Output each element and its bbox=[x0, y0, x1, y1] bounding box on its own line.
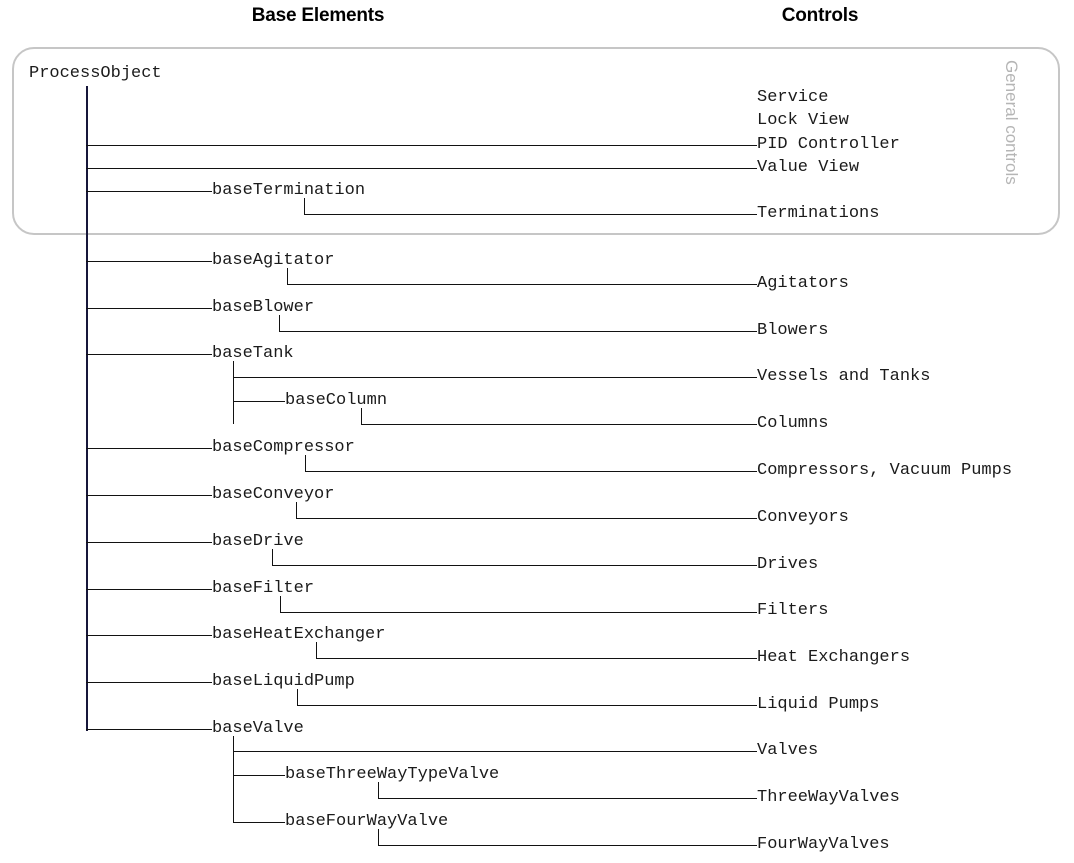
branch-line-basecompressor bbox=[86, 448, 212, 449]
control-label-pid-controller: PID Controller bbox=[757, 135, 900, 154]
node-label-basetank: baseTank bbox=[212, 344, 294, 363]
elbow-v-basefilter bbox=[280, 596, 281, 613]
branch-line-value-view bbox=[86, 168, 757, 169]
control-label-liquid-pumps: Liquid Pumps bbox=[757, 695, 880, 714]
branch-line-baseblower bbox=[86, 308, 212, 309]
elbow-h-basecolumn bbox=[361, 424, 757, 425]
control-label-filters: Filters bbox=[757, 601, 829, 620]
control-label-vessels-and-tanks: Vessels and Tanks bbox=[757, 367, 931, 386]
elbow-v-baseblower bbox=[279, 315, 280, 332]
elbow-v-basedrive bbox=[272, 549, 273, 566]
subtrunk-line-basevalve bbox=[233, 736, 234, 822]
elbow-v-basefourwayvalve bbox=[378, 829, 379, 845]
node-label-baseconveyor: baseConveyor bbox=[212, 485, 335, 504]
elbow-v-basecompressor bbox=[305, 455, 306, 472]
elbow-h-baseagitator bbox=[287, 284, 757, 285]
node-label-processobject: ProcessObject bbox=[29, 64, 162, 83]
branch-line-basevalve bbox=[86, 729, 212, 730]
control-label-value-view: Value View bbox=[757, 158, 860, 177]
elbow-v-basethreewaytypevalve bbox=[378, 782, 379, 799]
node-label-basethreewaytypevalve: baseThreeWayTypeValve bbox=[285, 765, 500, 784]
branch-line-baseagitator bbox=[86, 261, 212, 262]
control-label-terminations: Terminations bbox=[757, 204, 880, 223]
branch-line-baseliquidpump bbox=[86, 682, 212, 683]
control-label-compressors-vacuum-pumps: Compressors, Vacuum Pumps bbox=[757, 461, 1013, 480]
control-label-lock-view: Lock View bbox=[757, 111, 849, 130]
control-label-service: Service bbox=[757, 88, 829, 107]
elbow-h-basefilter bbox=[280, 612, 757, 613]
control-label-columns: Columns bbox=[757, 414, 829, 433]
elbow-h-baseconveyor bbox=[296, 518, 757, 519]
elbow-v-baseconveyor bbox=[296, 502, 297, 519]
branch-line-basedrive bbox=[86, 542, 212, 543]
branch-line-baseconveyor bbox=[86, 495, 212, 496]
node-label-baseheatexchanger: baseHeatExchanger bbox=[212, 625, 386, 644]
elbow-h-basecompressor bbox=[305, 471, 757, 472]
elbow-v-baseagitator bbox=[287, 268, 288, 285]
elbow-h-baseblower bbox=[279, 331, 757, 332]
branch-line-basetank bbox=[86, 354, 212, 355]
elbow-h-basethreewaytypevalve bbox=[378, 798, 757, 799]
node-label-basedrive: baseDrive bbox=[212, 532, 304, 551]
control-label-fourwayvalves: FourWayValves bbox=[757, 835, 890, 854]
branch-line-pid-controller bbox=[86, 145, 757, 146]
elbow-h-basetermination bbox=[304, 214, 757, 215]
elbow-h-baseliquidpump bbox=[297, 705, 757, 706]
branch-line-basetermination bbox=[86, 191, 212, 192]
control-label-heat-exchangers: Heat Exchangers bbox=[757, 648, 911, 667]
trunk-line-processobject bbox=[86, 86, 88, 731]
node-label-basefilter: baseFilter bbox=[212, 579, 315, 598]
control-label-conveyors: Conveyors bbox=[757, 508, 849, 527]
control-label-blowers: Blowers bbox=[757, 321, 829, 340]
elbow-v-basecolumn bbox=[361, 408, 362, 425]
node-label-baseblower: baseBlower bbox=[212, 298, 315, 317]
subtrunk-line-basetank bbox=[233, 361, 234, 424]
control-label-threewayvalves: ThreeWayValves bbox=[757, 788, 900, 807]
node-label-basetermination: baseTermination bbox=[212, 181, 366, 200]
control-label-agitators: Agitators bbox=[757, 274, 849, 293]
elbow-h-baseheatexchanger bbox=[316, 658, 757, 659]
node-label-basecompressor: baseCompressor bbox=[212, 438, 355, 457]
elbow-h-basetank bbox=[233, 377, 757, 378]
node-label-baseagitator: baseAgitator bbox=[212, 251, 335, 270]
branch-line-baseheatexchanger bbox=[86, 635, 212, 636]
elbow-h-basevalve bbox=[233, 751, 757, 752]
elbow-v-basetermination bbox=[304, 198, 305, 215]
node-label-basevalve: baseValve bbox=[212, 719, 304, 738]
control-label-valves: Valves bbox=[757, 741, 819, 760]
node-label-baseliquidpump: baseLiquidPump bbox=[212, 672, 355, 691]
branch-line-basefourwayvalve bbox=[233, 822, 285, 823]
elbow-h-basedrive bbox=[272, 565, 757, 566]
general-controls-group-box bbox=[12, 47, 1060, 235]
node-label-basecolumn: baseColumn bbox=[285, 391, 388, 410]
elbow-v-baseheatexchanger bbox=[316, 642, 317, 659]
branch-line-basethreewaytypevalve bbox=[233, 775, 285, 776]
branch-line-basefilter bbox=[86, 589, 212, 590]
general-controls-label: General controls bbox=[1002, 60, 1021, 185]
heading-controls: Controls bbox=[781, 5, 859, 26]
node-label-basefourwayvalve: baseFourWayValve bbox=[285, 812, 449, 831]
elbow-v-baseliquidpump bbox=[297, 689, 298, 706]
control-label-drives: Drives bbox=[757, 555, 819, 574]
elbow-h-basefourwayvalve bbox=[378, 845, 757, 846]
heading-base-elements: Base Elements bbox=[251, 5, 385, 26]
branch-line-basecolumn bbox=[233, 401, 285, 402]
